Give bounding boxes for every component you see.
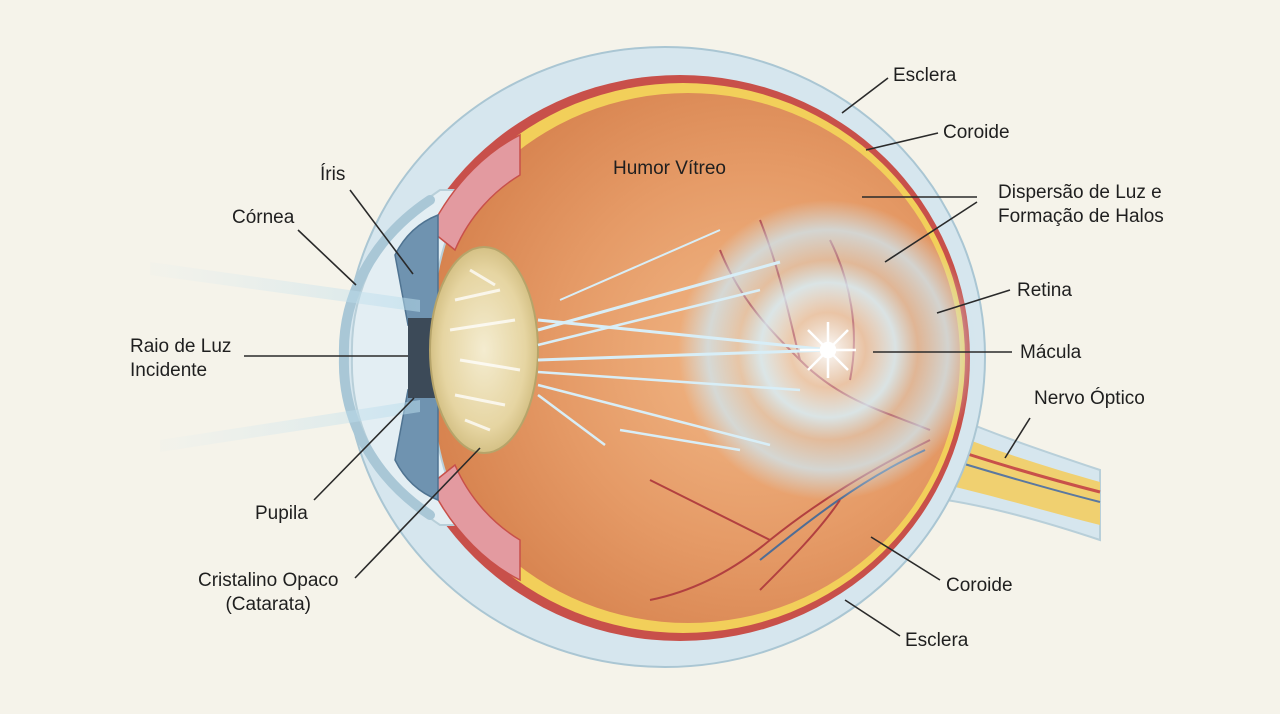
label-dispersao-line1: Dispersão de Luz e: [998, 182, 1162, 203]
label-macula: Mácula: [1020, 342, 1082, 363]
label-humor-vitreo: Humor Vítreo: [613, 158, 726, 179]
label-cristalino-line2: (Catarata): [225, 594, 311, 615]
macula-star: [800, 322, 856, 378]
label-pupila: Pupila: [255, 503, 308, 524]
label-raio-line2: Incidente: [130, 360, 208, 381]
cornea: [338, 195, 435, 520]
light-rays: [150, 229, 831, 452]
label-iris: Íris: [320, 164, 346, 185]
label-coroide-top: Coroide: [943, 122, 1010, 143]
label-esclera-bottom: Esclera: [905, 630, 969, 651]
label-nervo-optico: Nervo Óptico: [1034, 388, 1145, 409]
ciliary-body-bottom: [429, 463, 521, 582]
label-dispersao: Dispersão de Luz e Formação de Halos: [998, 181, 1164, 229]
label-cristalino-line1: Cristalino Opaco: [198, 570, 339, 591]
label-cornea: Córnea: [232, 207, 295, 228]
lens-cloud-marks: [449, 268, 521, 432]
label-raio-de-luz: Raio de Luz Incidente: [130, 335, 231, 383]
label-cristalino: Cristalino Opaco (Catarata): [198, 569, 338, 617]
label-dispersao-line2: Formação de Halos: [998, 206, 1164, 227]
ciliary-body-top: [429, 133, 521, 252]
label-raio-line1: Raio de Luz: [130, 336, 232, 357]
label-coroide-bottom: Coroide: [946, 575, 1013, 596]
label-retina: Retina: [1017, 280, 1072, 301]
label-esclera-top: Esclera: [893, 65, 957, 86]
leader-lines: [244, 77, 1031, 637]
